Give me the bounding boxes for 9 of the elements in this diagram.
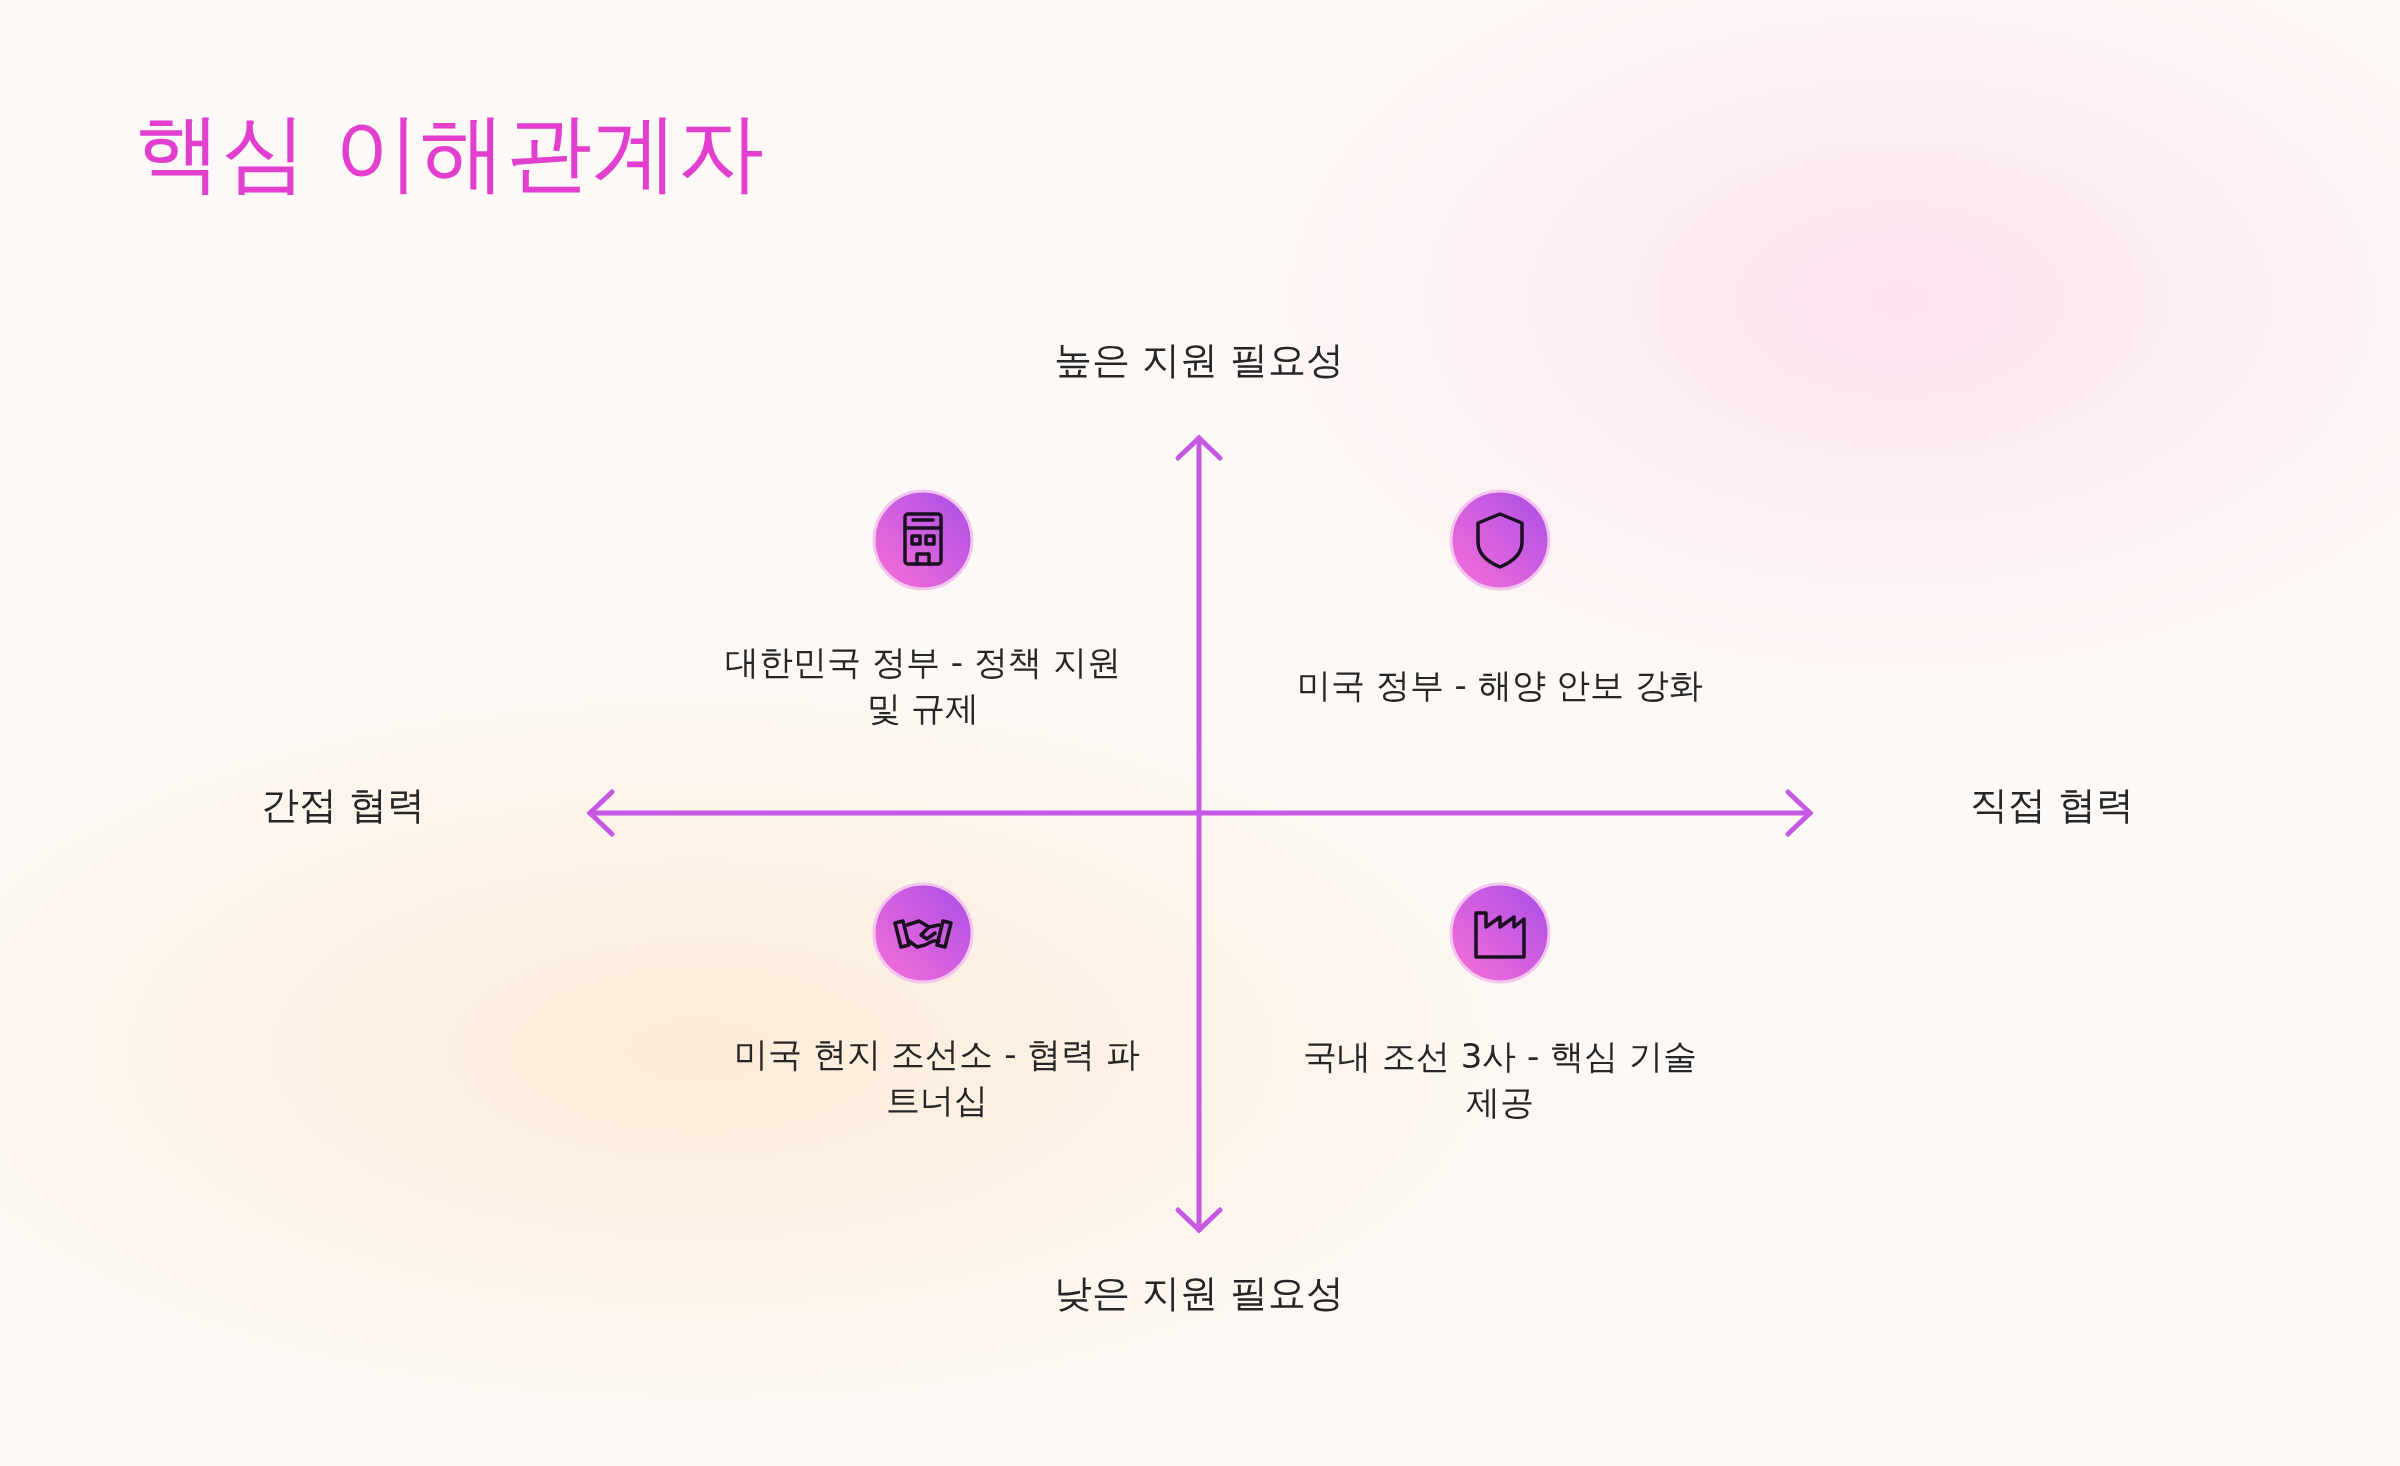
axis-label: 직접 협력 — [1969, 782, 2135, 830]
axis-label: 간접 협력 — [260, 782, 426, 830]
axis-label: 낮은 지원 필요성 — [1053, 1270, 1345, 1318]
axis-label: 높은 지원 필요성 — [1053, 337, 1345, 385]
stakeholder-label: 국내 조선 3사 - 핵심 기술 제공 — [1302, 1035, 1698, 1124]
stakeholder-label: 대한민국 정부 - 정책 지원 및 규제 — [724, 641, 1122, 730]
title: 핵심 이해관계자 — [135, 101, 765, 204]
stakeholder-label: 미국 정부 - 해양 안보 강화 — [1296, 664, 1704, 708]
stakeholder-label: 미국 현지 조선소 - 협력 파트너십 — [732, 1033, 1142, 1122]
